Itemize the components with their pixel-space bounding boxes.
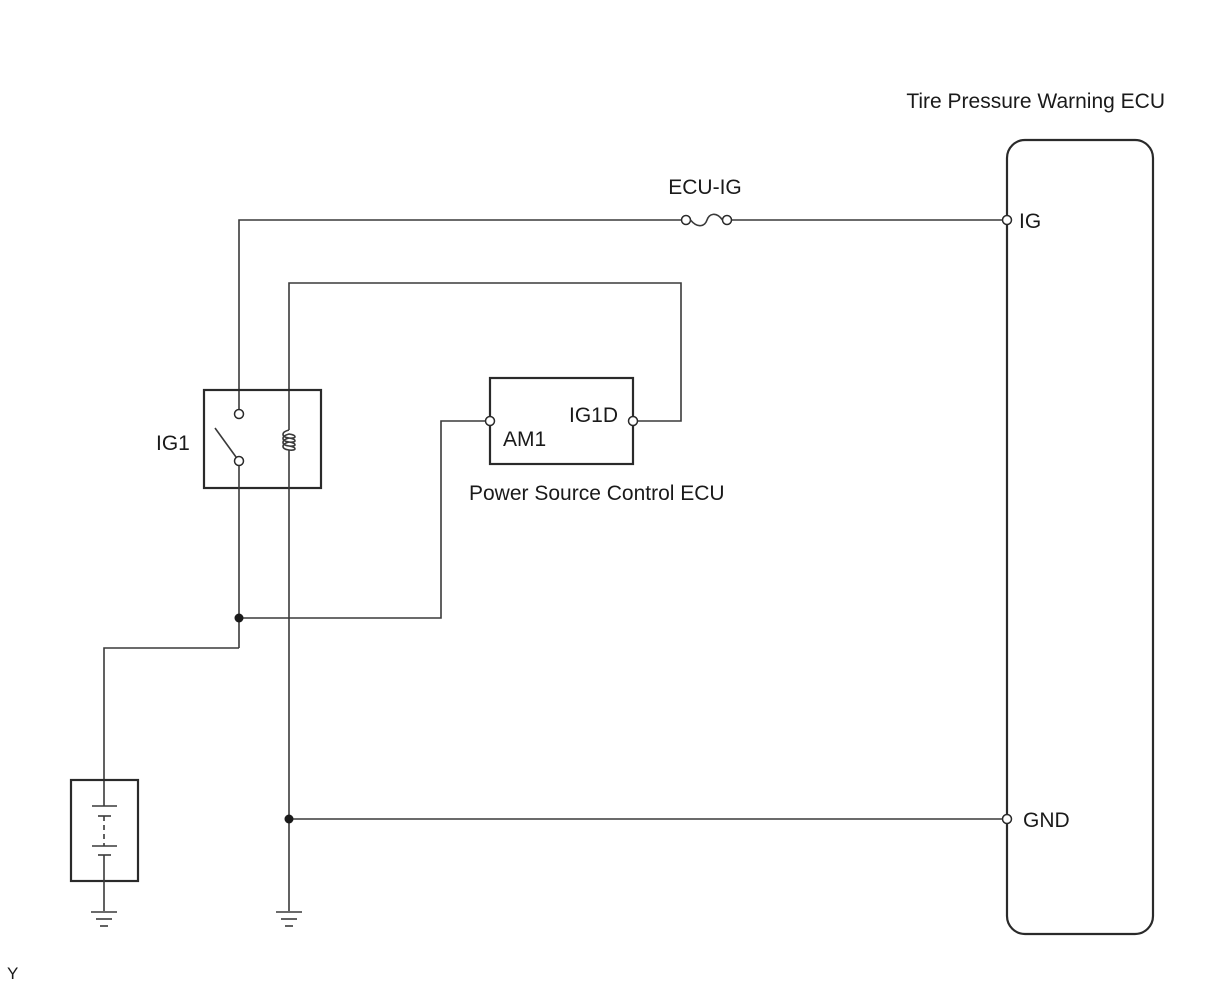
battery-feed-wire	[103, 420, 485, 806]
psc-ig1d-label: IG1D	[569, 404, 618, 427]
tpw-ig-label: IG	[1019, 210, 1041, 233]
relay-switch-top-terminal	[233, 408, 245, 420]
fuse-terminal-right	[721, 214, 733, 226]
ig1-relay: IG1	[156, 388, 323, 490]
ground-icon	[276, 911, 302, 927]
ground-wire	[284, 450, 1002, 911]
tpw-gnd-terminal	[1001, 813, 1013, 825]
fuse-element	[689, 213, 724, 227]
relay-body	[202, 388, 323, 490]
psc-am1-label: AM1	[503, 428, 546, 451]
fuse-terminal-left	[680, 214, 692, 226]
battery	[69, 778, 140, 911]
battery-icon	[92, 805, 117, 881]
tpw-ecu-title: Tire Pressure Warning ECU	[906, 90, 1165, 113]
fuse-label: ECU-IG	[668, 176, 742, 199]
psc-ig1d-terminal	[627, 415, 639, 427]
ig1d-coil-wire	[288, 282, 682, 430]
tpw-ig-terminal	[1001, 214, 1013, 226]
psc-am1-terminal	[484, 415, 496, 427]
ground-icon	[91, 911, 117, 927]
relay-switch-bottom-terminal	[233, 455, 245, 467]
relay-label: IG1	[156, 432, 190, 455]
tire-pressure-warning-ecu: Tire Pressure Warning ECU IG GND	[906, 90, 1165, 936]
figure-code: Y	[7, 964, 18, 983]
ecu-ig-fuse: ECU-IG	[668, 176, 742, 227]
ig-wire	[238, 219, 1002, 410]
ground-junction	[284, 814, 294, 824]
tpw-ecu-body	[1005, 138, 1155, 936]
relay-coil-icon	[282, 429, 296, 451]
psc-ecu-title: Power Source Control ECU	[469, 482, 725, 505]
feed-junction	[234, 613, 244, 623]
power-source-control-ecu: AM1 IG1D Power Source Control ECU	[469, 376, 725, 505]
tpw-gnd-label: GND	[1023, 809, 1070, 832]
relay-switch	[214, 408, 245, 467]
